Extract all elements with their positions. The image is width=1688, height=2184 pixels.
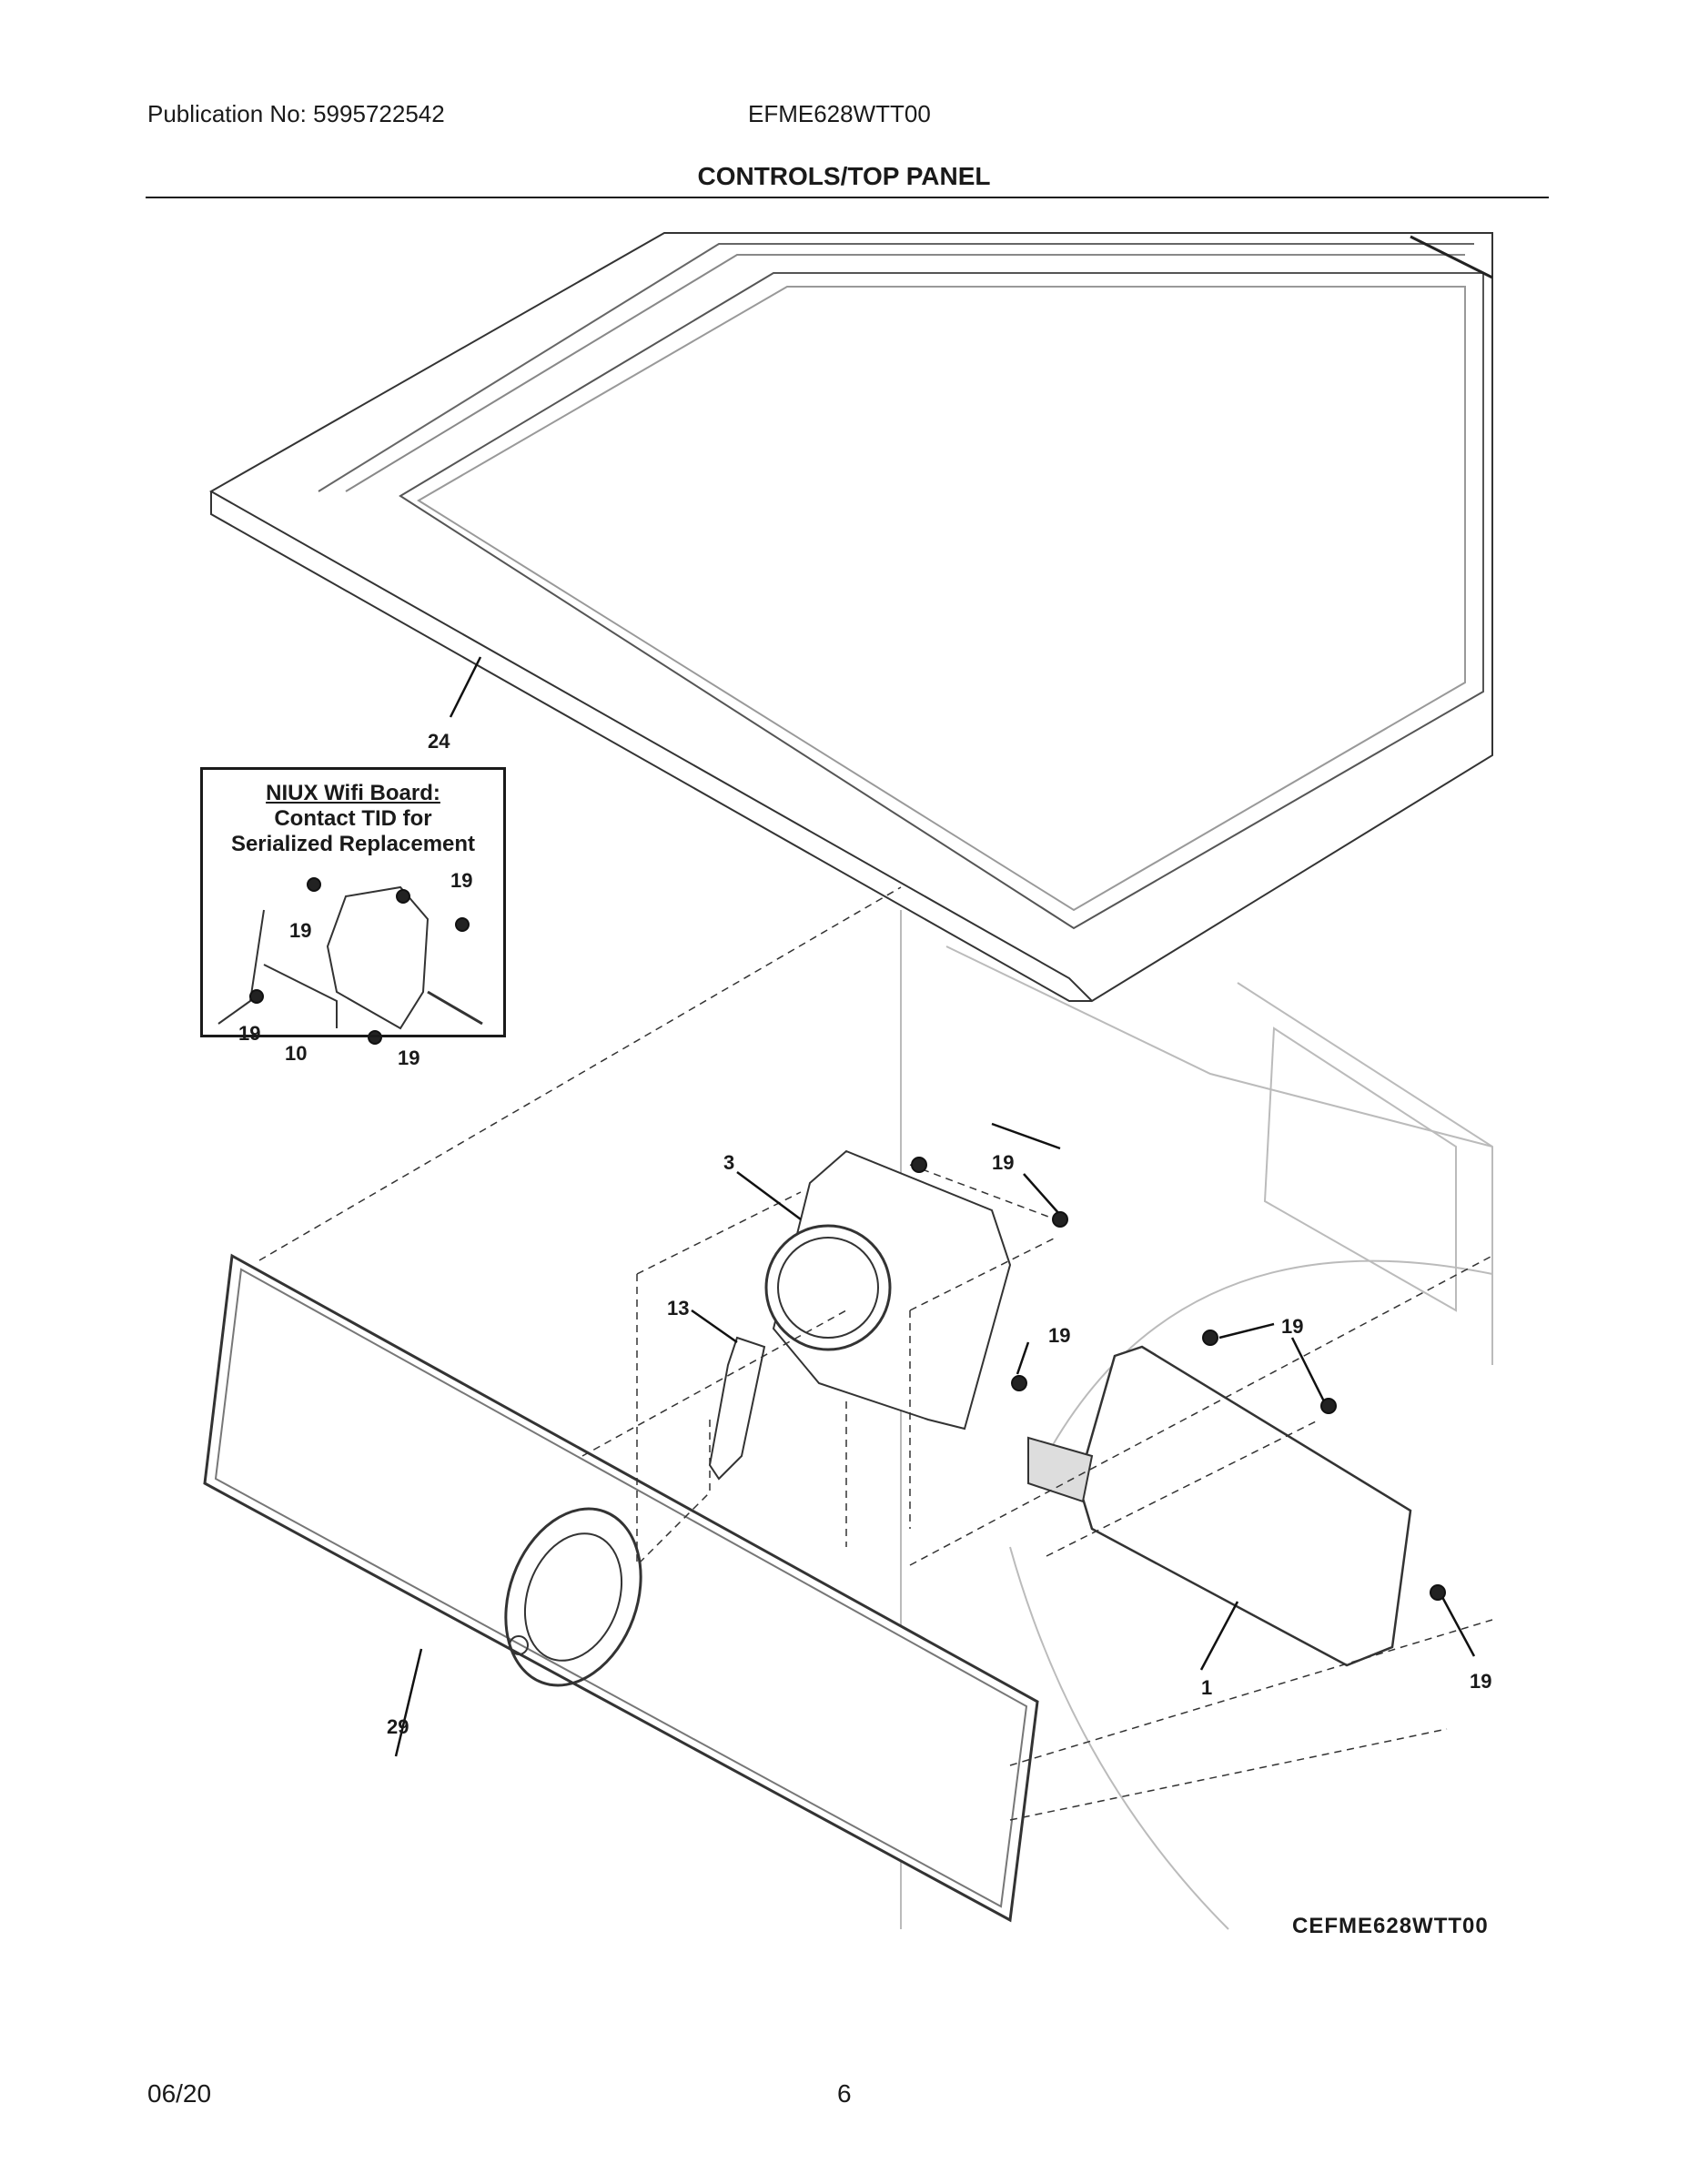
dryer-cabinet xyxy=(900,910,1493,1930)
diagram-code: CEFME628WTT00 xyxy=(1292,1914,1489,1938)
callout-3: 3 xyxy=(723,1151,734,1174)
page-number: 6 xyxy=(837,2079,852,2108)
callout-1: 1 xyxy=(1201,1676,1212,1699)
control-board xyxy=(1027,1345,1412,1667)
callout-19-inset-c: 19 xyxy=(238,1022,260,1045)
inset-heading: NIUX Wifi Board: xyxy=(266,781,440,805)
light-pipe xyxy=(708,1336,766,1481)
model-number: EFME628WTT00 xyxy=(748,100,931,127)
inset-line-3: Serialized Replacement xyxy=(230,832,476,856)
wifi-board-inset: NIUX Wifi Board: Contact TID for Seriali… xyxy=(200,767,506,1037)
page-title: CONTROLS/TOP PANEL xyxy=(697,162,991,190)
callout-10: 10 xyxy=(285,1042,307,1065)
screws xyxy=(249,877,1446,1601)
callout-19-c: 19 xyxy=(1281,1315,1303,1338)
callout-13: 13 xyxy=(667,1297,689,1320)
assembly-lines xyxy=(258,886,1493,1821)
wifi-board xyxy=(217,885,483,1030)
callout-24: 24 xyxy=(428,730,450,753)
header-rule xyxy=(146,197,1549,198)
console-panel xyxy=(203,1253,1039,1923)
inset-line-2: Contact TID for xyxy=(274,806,432,831)
callout-leaders xyxy=(394,656,1476,1757)
callout-19-b: 19 xyxy=(1048,1324,1070,1347)
callout-29: 29 xyxy=(387,1715,409,1738)
callout-19-a: 19 xyxy=(992,1151,1014,1174)
top-panel xyxy=(208,232,1493,1003)
selector-knob xyxy=(764,1149,1012,1431)
footer-date: 06/20 xyxy=(147,2079,212,2108)
callout-19-inset-d: 19 xyxy=(398,1046,419,1069)
publication-number: Publication No: 5995722542 xyxy=(147,100,445,127)
callout-19-inset-b: 19 xyxy=(289,919,311,942)
callout-19-inset-a: 19 xyxy=(450,869,472,892)
callout-19-d: 19 xyxy=(1470,1670,1491,1693)
